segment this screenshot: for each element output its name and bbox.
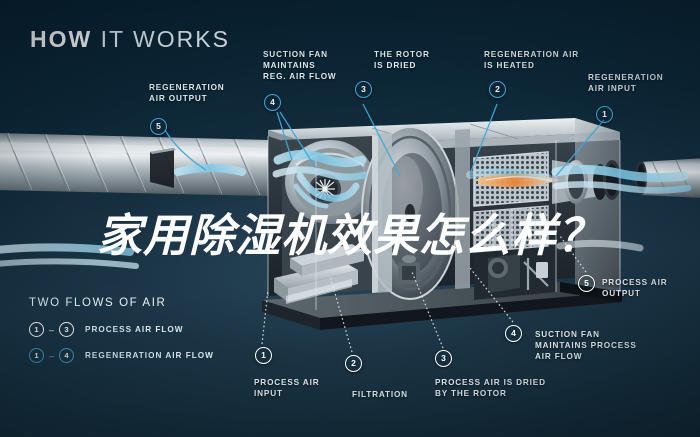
callout-line: AIR FLOW [535, 351, 583, 361]
callout-line: IS DRIED [374, 60, 417, 70]
callout-number-2-regen[interactable]: 2 [489, 81, 506, 98]
callout-number-5-regen[interactable]: 5 [150, 118, 167, 135]
callout-line: PROCESS AIR IS DRIED [435, 378, 546, 387]
legend-label-regeneration: REGENERATION AIR FLOW [85, 351, 214, 360]
page-title-rest: IT WORKS [92, 26, 230, 52]
callout-number-3-process[interactable]: 3 [435, 350, 452, 367]
callout-line: FILTRATION [352, 390, 408, 399]
callout-line: SUCTION FAN [263, 50, 328, 59]
legend-title: TWO FLOWS OF AIR [29, 297, 167, 309]
callout-label-suction-fan-process: SUCTION FAN MAINTAINS PROCESS AIR FLOW [535, 330, 637, 363]
callout-line: THE ROTOR [374, 50, 430, 59]
callout-line: OUTPUT [602, 288, 641, 298]
page-title: HOW IT WORKS [30, 26, 230, 53]
legend-chip-1-process: 1 [29, 322, 44, 337]
callout-label-rotor-is-dried: THE ROTOR IS DRIED [374, 50, 430, 72]
callout-line: AIR INPUT [588, 83, 637, 93]
callout-line: REGENERATION [588, 73, 664, 82]
legend-label-process: PROCESS AIR FLOW [85, 325, 184, 334]
callout-label-regen-air-heated: REGENERATION AIR IS HEATED [484, 50, 579, 72]
callout-line: PROCESS AIR [602, 278, 668, 287]
callout-line: REG. AIR FLOW [263, 71, 337, 81]
left-spiral-duct [0, 132, 268, 196]
callout-label-filtration: FILTRATION [352, 390, 408, 401]
legend-row-regeneration: 1 – 4 REGENERATION AIR FLOW [29, 348, 214, 363]
callout-line: BY THE ROTOR [435, 388, 507, 398]
callout-line: PROCESS AIR [254, 378, 320, 387]
legend-chip-1-regen: 1 [29, 348, 44, 363]
callout-number-3-regen[interactable]: 3 [355, 81, 372, 98]
callout-label-process-air-dried: PROCESS AIR IS DRIED BY THE ROTOR [435, 378, 546, 400]
callout-label-process-air-output: PROCESS AIR OUTPUT [602, 278, 667, 300]
legend-chip-4-regen: 4 [59, 348, 75, 363]
callout-number-2-process[interactable]: 2 [345, 355, 362, 372]
callout-line: MAINTAINS [263, 60, 316, 70]
overlay-headline: 家用除湿机效果怎么样？ [96, 209, 604, 262]
page-title-bold: HOW [30, 26, 93, 52]
callout-label-regen-air-input: REGENERATION AIR INPUT [588, 73, 664, 95]
callout-number-1-regen[interactable]: 1 [596, 106, 613, 123]
legend-dash-process: – [49, 324, 55, 335]
legend-dash-regen: – [49, 350, 55, 361]
callout-number-1-process[interactable]: 1 [255, 347, 272, 364]
callout-line: INPUT [254, 388, 283, 398]
callout-line: AIR OUTPUT [149, 93, 208, 103]
callout-label-suction-fan-regen: SUCTION FAN MAINTAINS REG. AIR FLOW [263, 50, 337, 83]
callout-line: MAINTAINS PROCESS [535, 340, 637, 350]
callout-number-4-process[interactable]: 4 [505, 325, 522, 342]
callout-line: REGENERATION [149, 83, 225, 92]
callout-line: SUCTION FAN [535, 330, 600, 339]
callout-number-5-process[interactable]: 5 [578, 275, 595, 292]
legend: TWO FLOWS OF AIR 1 – 3 PROCESS AIR FLOW … [29, 297, 214, 374]
callout-label-process-air-input: PROCESS AIR INPUT [254, 378, 319, 400]
callout-line: IS HEATED [484, 60, 535, 70]
legend-chip-3-process: 3 [59, 322, 75, 337]
callout-label-regeneration-air-output: REGENERATION AIR OUTPUT [149, 83, 225, 105]
legend-row-process: 1 – 3 PROCESS AIR FLOW [29, 322, 214, 337]
callout-line: REGENERATION AIR [484, 50, 580, 59]
callout-number-4-regen[interactable]: 4 [264, 94, 281, 111]
